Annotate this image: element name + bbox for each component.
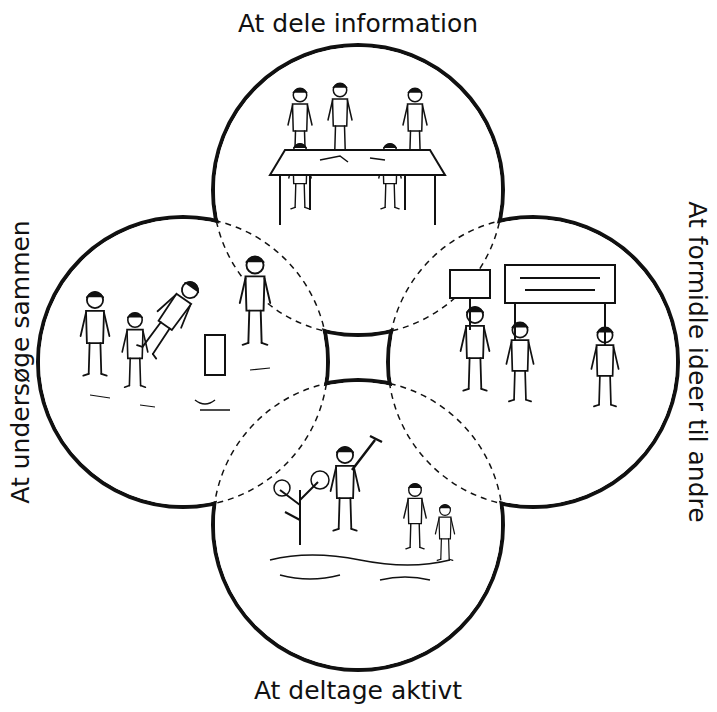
investigation-scene xyxy=(81,256,271,410)
meeting-scene xyxy=(270,83,445,225)
campaign-scene xyxy=(450,265,619,406)
lobe-label: At undersøge sammen xyxy=(6,220,36,503)
planting-scene xyxy=(270,436,455,580)
lobe-label: At deltage aktivt xyxy=(254,676,462,706)
right-lobe: At formidle ideer til andre xyxy=(388,217,678,507)
bottom-lobe: At deltage aktivt xyxy=(213,380,503,670)
dashed-overlap xyxy=(38,45,678,670)
top-lobe: At dele information xyxy=(213,45,503,335)
left-lobe: At undersøge sammen xyxy=(38,217,328,507)
lobe-label: At formidle ideer til andre xyxy=(682,201,712,522)
lobe-label: At dele information xyxy=(238,9,478,39)
lobe-outline xyxy=(38,45,678,670)
